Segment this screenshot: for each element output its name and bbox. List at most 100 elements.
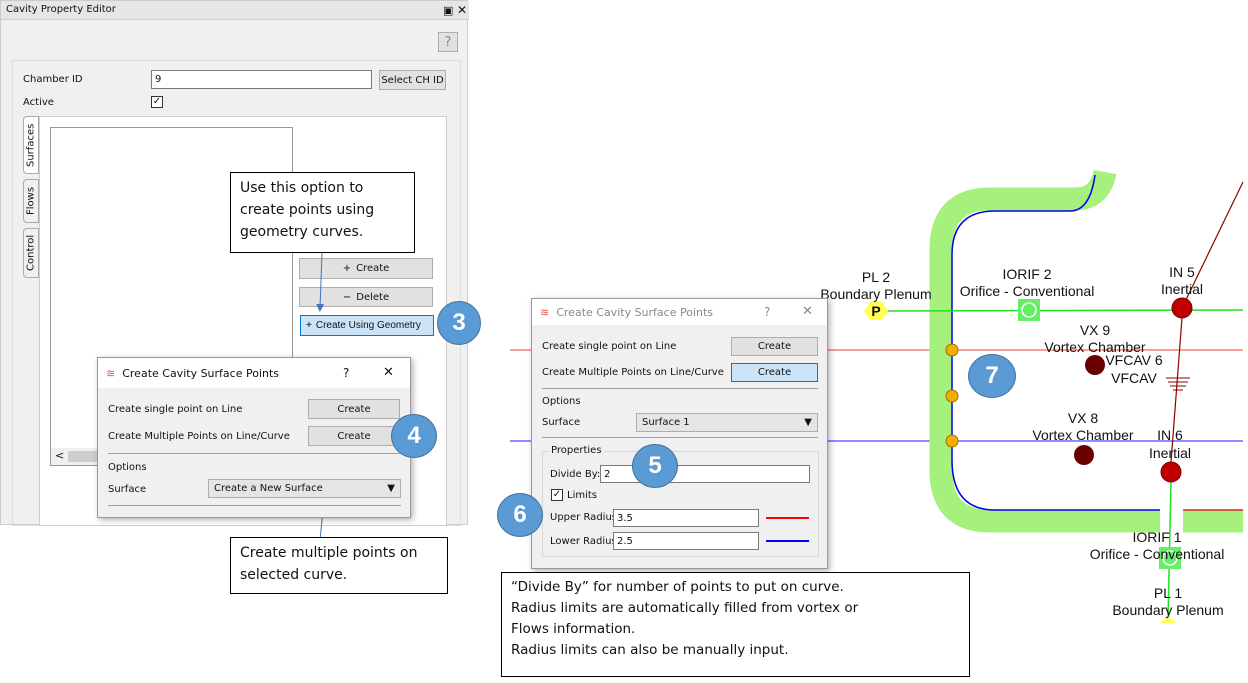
- divider: [108, 505, 401, 506]
- plus-icon: +: [306, 320, 312, 331]
- divide-callout: “Divide By” for number of points to put …: [501, 572, 970, 677]
- vx9-label: VX 9: [1080, 322, 1111, 338]
- in5-node[interactable]: [1171, 297, 1193, 319]
- single-point-label: Create single point on Line: [542, 341, 677, 352]
- iorif1-label: IORIF 1: [1132, 529, 1181, 545]
- surface-point[interactable]: [945, 434, 959, 448]
- panel-title: Cavity Property Editor: [1, 1, 469, 20]
- create-surface-points-dialog-2: ≋Create Cavity Surface Points ? ✕ Create…: [531, 298, 828, 569]
- create-single-point-button[interactable]: Create: [731, 337, 818, 356]
- iorif2-type: Orifice - Conventional: [960, 283, 1095, 299]
- create-surface-points-dialog-1: ≋ Create Cavity Surface Points ? ✕ Create…: [97, 357, 411, 518]
- pl2-symbol: P: [871, 303, 880, 319]
- in6-node[interactable]: [1160, 461, 1182, 483]
- iorif1-node[interactable]: [1159, 547, 1181, 569]
- options-label: Options: [542, 396, 581, 407]
- dialog-titlebar: ≋Create Cavity Surface Points ? ✕: [532, 299, 827, 325]
- callout-line: Radius limits are automatically filled f…: [511, 600, 859, 616]
- float-icon[interactable]: ▣: [443, 4, 454, 17]
- pl1-type: Boundary Plenum: [1112, 602, 1223, 618]
- multi-point-label: Create Multiple Points on Line/Curve: [108, 431, 290, 442]
- divider: [542, 437, 818, 438]
- flow-line-diag: [1181, 181, 1244, 309]
- app-icon: ≋: [106, 366, 116, 380]
- options-label: Options: [108, 462, 147, 473]
- vx8-label: VX 8: [1068, 410, 1099, 426]
- vfcav6-node[interactable]: [1166, 377, 1190, 391]
- in5-type: Inertial: [1161, 281, 1203, 297]
- select-ch-id-button[interactable]: Select CH ID: [379, 70, 446, 90]
- create-multi-point-button[interactable]: Create: [731, 363, 818, 382]
- multiple-callout: Create multiple points on selected curve…: [230, 537, 448, 594]
- delete-surface-button[interactable]: −Delete: [299, 287, 433, 307]
- minus-icon: −: [342, 291, 352, 303]
- upper-radius-input[interactable]: 3.5: [613, 509, 759, 527]
- in6-type: Inertial: [1149, 445, 1191, 461]
- divider: [108, 453, 401, 454]
- active-label: Active: [23, 97, 54, 108]
- limits-checkbox[interactable]: ✓: [551, 489, 563, 501]
- tab-surfaces[interactable]: Surfaces: [23, 116, 39, 174]
- help-button[interactable]: ?: [438, 32, 458, 52]
- create-single-point-button[interactable]: Create: [308, 399, 400, 419]
- single-point-label: Create single point on Line: [108, 404, 243, 415]
- step-badge-7: 7: [968, 354, 1016, 398]
- tab-flows[interactable]: Flows: [23, 179, 39, 223]
- upper-radius-label: Upper Radius: [550, 512, 617, 523]
- tab-control[interactable]: Control: [23, 228, 39, 278]
- inner-edge: [951, 174, 1160, 511]
- close-icon[interactable]: ✕: [457, 3, 468, 17]
- plus-icon: +: [342, 263, 352, 274]
- help-button[interactable]: ?: [343, 366, 350, 380]
- chamber-id-label: Chamber ID: [23, 74, 83, 85]
- step-badge-4: 4: [391, 414, 437, 458]
- divider: [542, 388, 818, 389]
- surface-select[interactable]: Surface 1▼: [636, 413, 818, 432]
- callout-line: Radius limits can also be manually input…: [511, 642, 789, 658]
- multi-point-label: Create Multiple Points on Line/Curve: [542, 367, 724, 378]
- surface-label: Surface: [542, 417, 581, 428]
- surface-label: Surface: [108, 484, 147, 495]
- lower-radius-label: Lower Radius: [550, 536, 617, 547]
- iorif2-node[interactable]: [1018, 299, 1040, 321]
- chamber-id-input[interactable]: 9: [151, 70, 372, 89]
- close-button[interactable]: ✕: [383, 365, 394, 380]
- in6-label: IN 6: [1157, 427, 1183, 443]
- upper-color-swatch: [766, 517, 809, 519]
- scroll-left-arrow[interactable]: <: [55, 449, 65, 462]
- create-using-geometry-button[interactable]: +Create Using Geometry: [300, 315, 434, 336]
- lower-color-swatch: [766, 540, 809, 542]
- limits-label: Limits: [567, 490, 597, 501]
- vx8-type: Vortex Chamber: [1032, 427, 1133, 443]
- iorif2-label: IORIF 2: [1002, 266, 1051, 282]
- dialog-title: Create Cavity Surface Points: [122, 366, 280, 380]
- create-multi-point-button[interactable]: Create: [308, 426, 400, 446]
- surface-value: Surface 1: [642, 417, 690, 428]
- create-surface-button[interactable]: + Create: [299, 258, 433, 279]
- create-geometry-label: Create Using Geometry: [315, 320, 421, 331]
- lower-radius-input[interactable]: 2.5: [613, 532, 759, 550]
- properties-label: Properties: [549, 445, 604, 456]
- step-badge-3: 3: [437, 301, 481, 345]
- in5-label: IN 5: [1169, 264, 1195, 280]
- vfcav6-label: VFCAV 6: [1105, 352, 1163, 368]
- vfcav6-type: VFCAV: [1111, 370, 1157, 386]
- active-checkbox[interactable]: ✓: [151, 96, 163, 108]
- pl2-node[interactable]: [864, 302, 888, 320]
- surface-point[interactable]: [945, 389, 959, 403]
- close-button[interactable]: ✕: [802, 304, 813, 319]
- properties-group: [542, 451, 819, 557]
- vx8-node[interactable]: [1074, 445, 1094, 465]
- help-button[interactable]: ?: [764, 305, 771, 319]
- create-label: Create: [356, 263, 390, 274]
- orifice-icon: [1021, 302, 1037, 318]
- step-badge-5: 5: [632, 444, 678, 488]
- surface-point[interactable]: [945, 343, 959, 357]
- surface-select[interactable]: Create a New Surface ▼: [208, 479, 401, 498]
- vx9-node[interactable]: [1085, 355, 1105, 375]
- divide-by-label: Divide By:: [550, 469, 601, 480]
- pl1-node[interactable]: [1160, 616, 1176, 623]
- surface-value: Create a New Surface: [214, 483, 323, 494]
- chevron-down-icon: ▼: [387, 483, 395, 494]
